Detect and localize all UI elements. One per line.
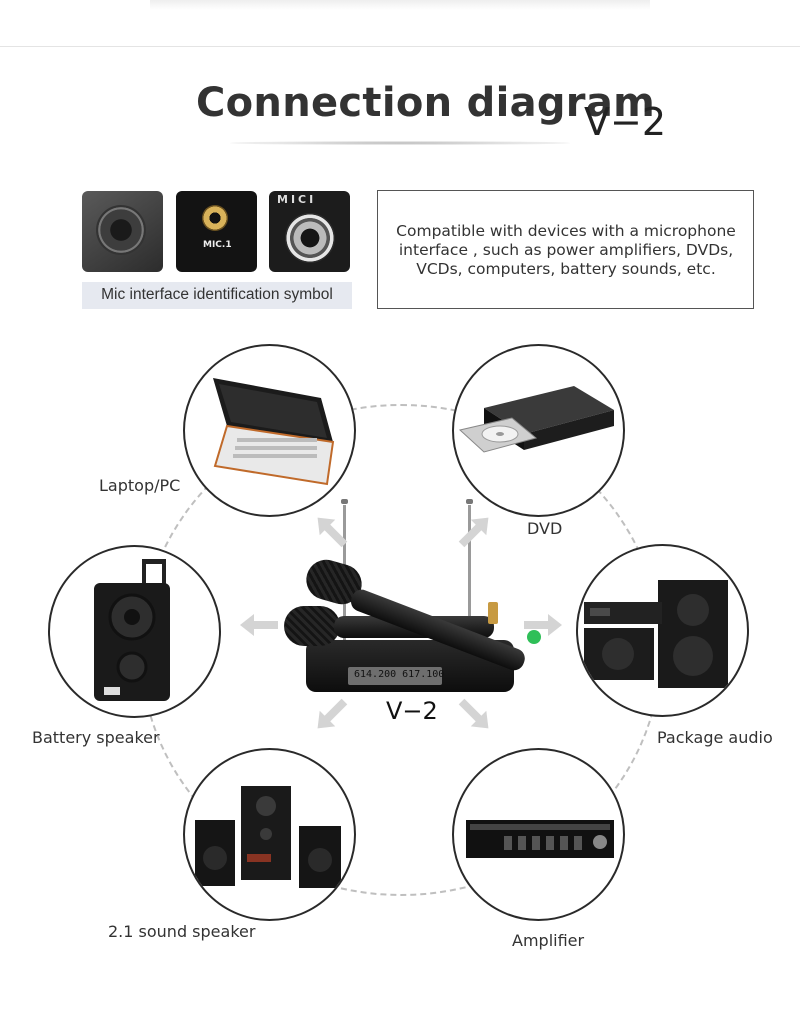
laptop-device [183,344,356,517]
amplifier-device [452,748,625,921]
label-amplifier: Amplifier [512,931,585,950]
page-title: Connection diagram [196,80,656,126]
jack-icon [202,205,228,231]
jack-icon [96,205,146,255]
mic-head-lower [284,606,340,646]
mic-interface-caption: Mic interface identification symbol [101,286,333,303]
mic-port-photo-3 [269,191,350,272]
package-audio-device [576,544,749,717]
mic-tip-green [527,630,541,644]
arrow-right-icon [524,614,562,636]
speaker-icon [94,559,170,701]
dvd-device [452,344,625,517]
model-title: V−2 [584,100,667,144]
label-laptop: Laptop/PC [99,476,181,495]
battery-speaker-device [48,545,221,718]
caption-bar [82,282,352,309]
mic-port-photo-2 [176,191,257,272]
audio-system-icon [584,580,728,688]
receiver-display-text: 614.200 617.100 [354,669,445,680]
dvd-player-icon [458,386,614,453]
label-sound-speaker: 2.1 sound speaker [108,922,256,941]
center-model-label: V−2 [386,697,438,725]
port-label-mici: MICI [277,193,317,206]
amplifier-icon [466,820,614,858]
sound-speaker-device [183,748,356,921]
port-label-mic1: MIC.1 [203,240,232,250]
label-dvd: DVD [527,519,563,538]
title-underline [230,141,570,145]
laptop-icon [213,378,335,486]
label-package-audio: Package audio [657,728,773,747]
mic-port-photo-1 [82,191,163,272]
compatibility-line-1: Compatible with devices with a microphon… [396,222,736,240]
label-battery-speaker: Battery speaker [32,728,160,747]
receiver-display [348,667,442,685]
jack-icon [285,213,335,263]
speaker-set-icon [195,786,341,888]
antenna-tip-right [466,499,473,504]
mic-ring-lower [488,602,498,624]
top-divider [0,46,800,47]
compatibility-box [377,190,754,309]
arrow-left-icon [240,614,278,636]
antenna-tip-left [341,499,348,504]
compatibility-line-2: interface , such as power amplifiers, DV… [398,241,734,259]
antenna-right [468,505,471,645]
compatibility-line-3: VCDs, computers, battery sounds, etc. [416,260,716,278]
compatibility-text: Compatible with devices with a microphon… [384,222,748,279]
top-shade [150,0,650,10]
